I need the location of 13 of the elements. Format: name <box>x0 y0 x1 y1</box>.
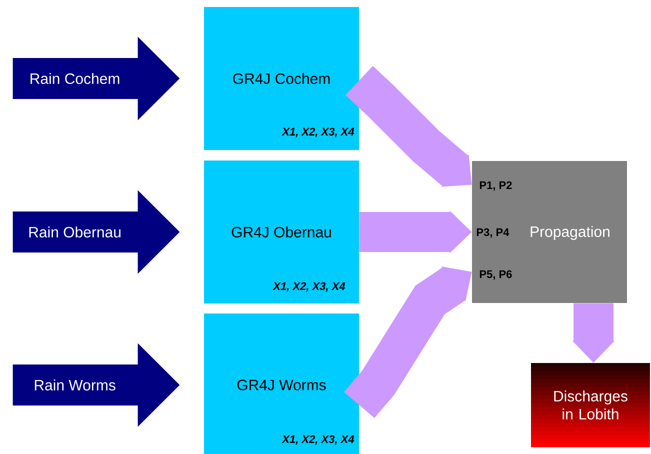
parameter-label: P5, P6 <box>480 270 512 280</box>
edge-label: Rain Worms <box>34 379 116 390</box>
edge-label: Rain Obernau <box>29 226 120 238</box>
parameter-label: X1, X2, X3, X4 <box>282 128 354 138</box>
parameter-label: P3, P4 <box>476 228 510 238</box>
parameter-label: X1, X2, X3, X4 <box>272 282 346 292</box>
parameter-label: P1, P2 <box>480 181 512 191</box>
output-box: Discharges in Lobith <box>531 363 650 448</box>
process-box <box>472 161 627 303</box>
parameter-label: X1, X2, X3, X4 <box>282 435 354 445</box>
node-label: Discharges in Lobith <box>554 390 628 420</box>
edge-label: Rain Cochem <box>30 73 120 84</box>
process-label: Propagation <box>530 226 610 240</box>
